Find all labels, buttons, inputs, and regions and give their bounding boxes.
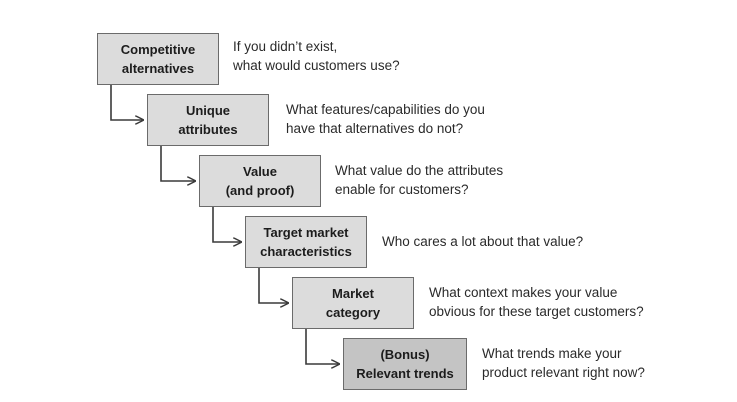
step-label-line: (Bonus): [380, 347, 430, 362]
step-label-line: alternatives: [121, 61, 195, 76]
step-label-line: characteristics: [260, 244, 352, 259]
question-line: What trends make your: [482, 346, 622, 361]
question-value: What value do the attributes enable for …: [335, 161, 503, 199]
step-label-line: Competitive: [120, 42, 196, 57]
step-label-line: attributes: [178, 122, 238, 137]
question-market-category: What context makes your value obvious fo…: [429, 283, 644, 321]
connector-arrow: [258, 268, 288, 303]
question-line: have that alternatives do not?: [286, 121, 464, 136]
step-box-market-category: Market category: [292, 277, 414, 329]
step-label-line: Target market: [263, 225, 349, 240]
question-competitive-alternatives: If you didn’t exist, what would customer…: [233, 37, 400, 75]
question-line: What context makes your value: [429, 285, 618, 300]
step-box-target-market: Target market characteristics: [245, 216, 367, 268]
step-label-line: category: [325, 305, 381, 320]
question-line: If you didn’t exist,: [233, 39, 338, 54]
question-unique-attributes: What features/capabilities do you have t…: [286, 100, 485, 138]
step-box-unique-attributes: Unique attributes: [147, 94, 269, 146]
question-line: obvious for these target customers?: [429, 304, 644, 319]
question-line: enable for customers?: [335, 182, 469, 197]
connector-arrow: [212, 207, 241, 242]
question-line: What value do the attributes: [335, 163, 504, 178]
step-box-value: Value (and proof): [199, 155, 321, 207]
step-label-line: Relevant trends: [356, 366, 454, 381]
step-label-line: Unique: [185, 103, 231, 118]
step-box-competitive-alternatives: Competitive alternatives: [97, 33, 219, 85]
question-line: what would customers use?: [233, 58, 400, 73]
connector-arrow: [110, 85, 143, 120]
step-label-line: Value: [243, 164, 277, 179]
question-line: What features/capabilities do you: [286, 102, 485, 117]
question-target-market: Who cares a lot about that value?: [382, 232, 583, 251]
step-label-line: (and proof): [225, 183, 295, 198]
connector-arrow: [160, 146, 195, 181]
question-line: product relevant right now?: [482, 365, 645, 380]
connector-arrow: [305, 329, 339, 364]
question-relevant-trends: What trends make your product relevant r…: [482, 344, 645, 382]
question-line: Who cares a lot about that value?: [382, 234, 584, 249]
step-label-line: Market: [332, 286, 374, 301]
step-box-relevant-trends: (Bonus) Relevant trends: [343, 338, 467, 390]
